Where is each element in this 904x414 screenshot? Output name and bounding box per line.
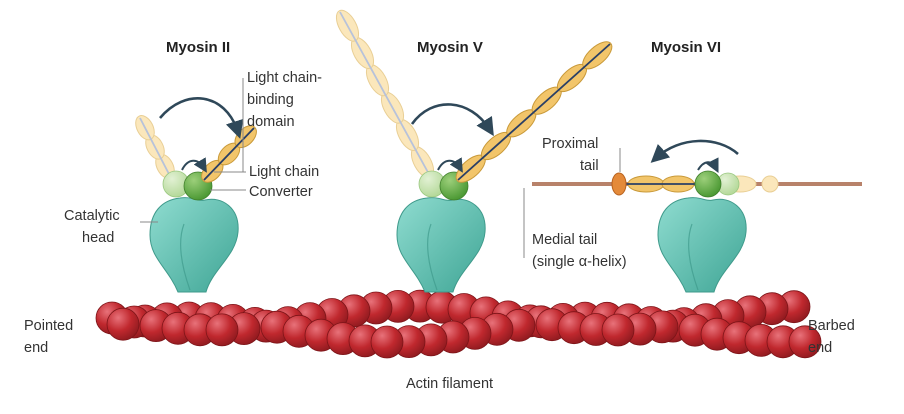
label-actin-filament: Actin filament [406,376,493,392]
m2-helix [203,127,255,181]
label-lcbd-3: domain [247,114,295,130]
actin-monomer [205,313,239,347]
label-converter: Converter [249,184,313,200]
leader-lines [140,78,621,258]
label-proximal-1: Proximal [542,136,598,152]
label-catalytic-2: head [82,230,114,246]
actin-monomer [601,313,635,347]
myosin-ii-lever-prestroke [135,115,175,179]
myosin-vi-stroke-arrow [650,139,739,163]
title-myosin-ii: Myosin II [166,39,230,56]
actin-monomer [106,307,140,341]
label-light-chain: Light chain [249,164,319,180]
m5-helix [457,43,611,181]
myosin-v-converter-arrow [437,157,463,173]
m5-pale-helix [339,11,431,177]
label-pointed-2: end [24,340,48,356]
title-myosin-v: Myosin V [417,39,483,56]
myosin-vi-catalytic-head [657,197,747,293]
title-myosin-vi: Myosin VI [651,39,721,56]
myosin-ii-stroke-arrow [159,97,244,139]
label-pointed-1: Pointed [24,318,73,334]
label-catalytic-1: Catalytic [64,208,120,224]
actin-filament [95,289,822,359]
myosin-vi-light-chains [626,172,779,196]
myosin-v-lever-prestroke [335,9,435,179]
label-lcbd-2: binding [247,92,294,108]
myosin-vi-proximal-tail [611,172,627,196]
myosin-vi [532,139,862,293]
myosin-v-lever-poststroke [455,41,613,183]
myosin-v-catalytic-head [396,197,486,293]
myosin-v [335,9,613,293]
label-barbed-1: Barbed [808,318,855,334]
label-barbed-2: end [808,340,832,356]
m2-pale-helix [139,117,171,177]
myosin-ii [135,97,257,293]
label-medial-1: Medial tail [532,232,597,248]
actin-monomer [788,325,822,359]
myosin-vi-converter-arrow [697,157,719,174]
label-lcbd-1: Light chain- [247,70,322,86]
myosin-ii-catalytic-head [149,197,239,293]
myosin-ii-converter-arrow [181,157,207,173]
myosin-vi-converter [694,170,722,198]
label-medial-2: (single α-helix) [532,254,627,270]
m6-light-chain-4 [761,175,779,193]
label-proximal-2: tail [580,158,599,174]
myosin-v-stroke-arrow [410,103,494,137]
actin-monomer [370,325,404,359]
